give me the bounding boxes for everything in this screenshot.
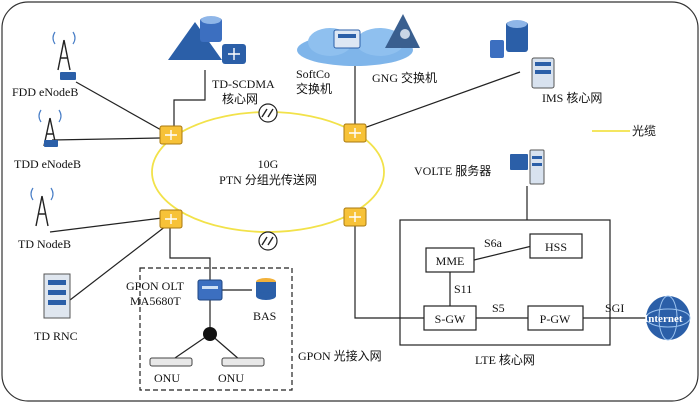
label-sgi: SGI [605,301,624,315]
label-td-rnc: TD RNC [34,329,78,343]
label-ma5680t: MA5680T [130,294,181,308]
ims-core-icon [490,20,555,89]
softco-cloud-icon [297,28,413,66]
link-fdd-router [75,81,171,136]
label-hss: HSS [545,240,567,254]
antenna-icon-tdd [38,109,62,147]
internet-globe-icon [645,295,691,341]
label-mme: MME [436,254,465,268]
label-gng: GNG 交换机 [372,70,437,85]
label-lte-core: LTE 核心网 [475,353,535,367]
hss-box [529,233,583,259]
link-tdscdma-router [173,70,206,128]
label-td-scdma-core: 核心网 [222,92,258,106]
label-td-scdma: TD-SCDMA [212,77,275,91]
label-onu-right: ONU [218,371,244,385]
onu-icon-right [221,357,265,367]
label-pgw: P-GW [540,312,571,326]
fiber-coupler-icon-bottom [258,231,278,251]
link-tdnodeb-router [49,217,163,233]
link-router-sgw [354,226,424,319]
link-router-olt [169,228,211,280]
label-ptn: PTN 分组光传送网 [219,172,317,187]
router-icon-top-left [159,125,183,145]
lte-core-box [399,219,611,346]
label-onu-left: ONU [154,371,180,385]
label-ptn-10g: 10G [258,157,279,171]
rnc-server-icon [43,273,71,319]
antenna-icon-fdd [52,31,76,80]
label-gpon-olt: GPON OLT [126,279,185,293]
bas-icon [256,278,276,300]
td-scdma-core-icon [168,16,246,64]
splitter-icon [203,327,217,341]
label-s5: S5 [492,301,505,315]
onu-icon-left [149,357,193,367]
label-softco-switch: 交换机 [296,81,332,96]
label-tdd-enodeb: TDD eNodeB [14,157,81,171]
volte-server-icon [510,149,545,185]
label-sgw: S-GW [435,312,466,326]
label-gpon-access: GPON 光接入网 [298,348,382,363]
mme-box [425,247,475,273]
label-td-nodeb: TD NodeB [18,237,71,251]
antenna-icon-td-nodeb [30,187,54,227]
fiber-coupler-icon-top [258,103,278,123]
label-volte: VOLTE 服务器 [414,163,491,178]
gpon-access-box [139,267,293,391]
link-router-ims [363,71,521,129]
label-bas: BAS [253,309,276,323]
gpon-olt-icon [197,279,223,301]
link-tdd-router [51,137,161,141]
gng-switch-icon [385,14,420,48]
sgw-box [423,305,477,331]
router-icon-top-right [343,123,367,143]
label-s6a: S6a [484,236,503,250]
link-mme-hss [473,245,533,261]
link-splitter-onu-left [171,333,211,361]
link-rnc-router [69,225,167,301]
label-ims: IMS 核心网 [542,91,602,105]
label-internet: Internet [644,313,683,325]
label-fdd-enodeb: FDD eNodeB [12,85,78,99]
pgw-box [527,305,584,331]
label-s11: S11 [454,282,472,296]
legend-fiber-label: 光缆 [632,124,656,138]
label-softco: SoftCo [296,67,330,81]
router-icon-bottom-right [343,207,367,227]
router-icon-bottom-left [159,209,183,229]
